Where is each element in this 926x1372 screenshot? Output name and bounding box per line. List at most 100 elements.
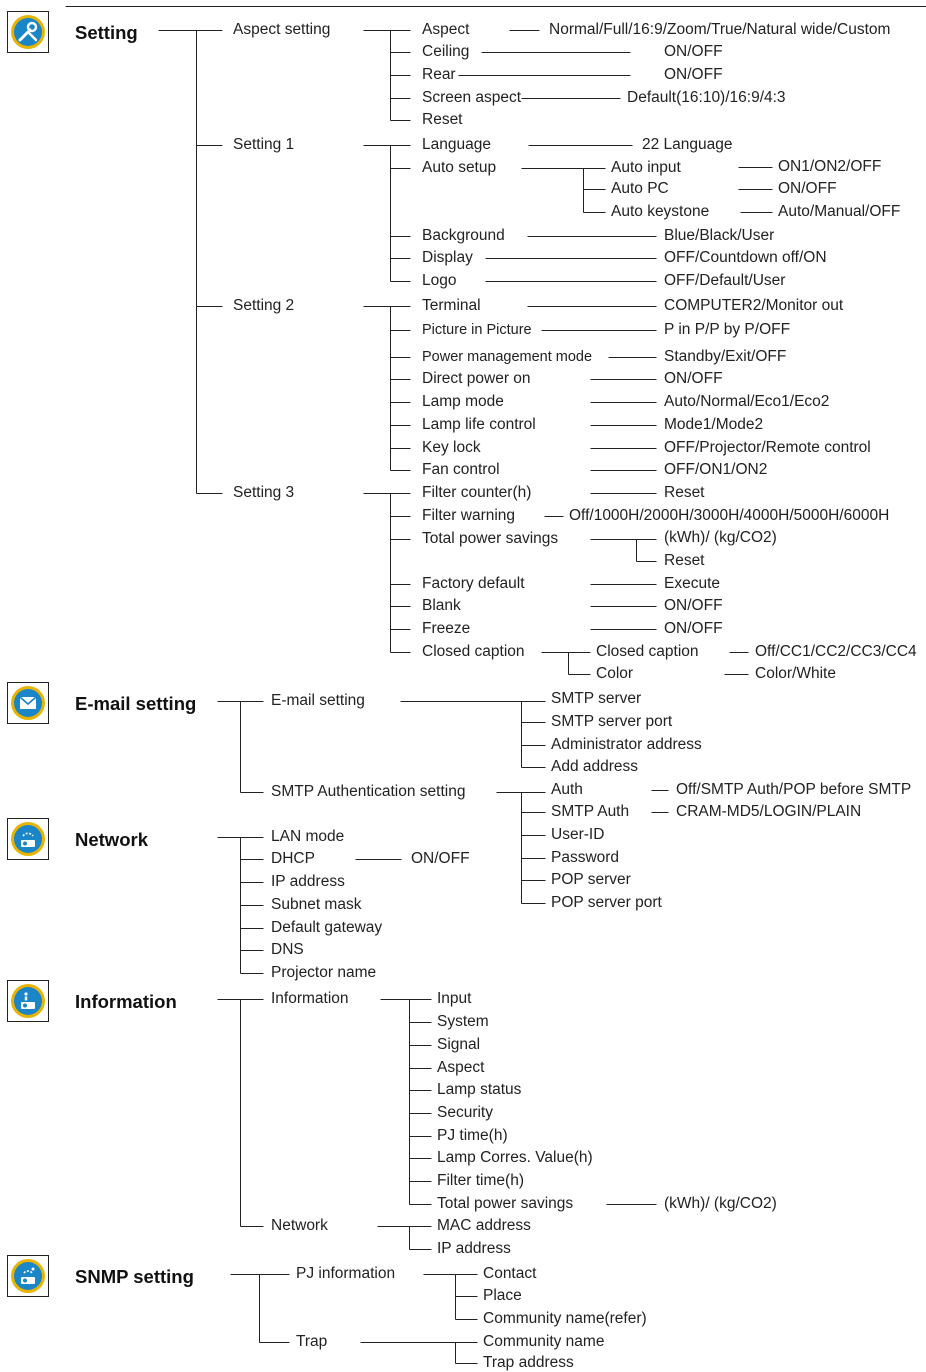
node-aspect: Aspect bbox=[422, 21, 470, 38]
node-freeze: Freeze bbox=[422, 620, 471, 637]
value-key-lock: OFF/Projector/Remote control bbox=[664, 439, 871, 456]
node-pop-server-port: POP server port bbox=[551, 894, 662, 911]
value-factory-default: Execute bbox=[664, 575, 721, 592]
value-total-power-savings-kwh: (kWh)/ (kg/CO2) bbox=[664, 529, 777, 546]
node-place: Place bbox=[483, 1287, 522, 1304]
value-logo: OFF/Default/User bbox=[664, 272, 786, 289]
node-smtp-server: SMTP server bbox=[551, 690, 642, 707]
node-picture-in-picture: Picture in Picture bbox=[422, 322, 532, 338]
node-info-aspect: Aspect bbox=[437, 1059, 485, 1076]
node-info-network: Network bbox=[271, 1217, 328, 1234]
value-aspect: Normal/Full/16:9/Zoom/True/Natural wide/… bbox=[549, 21, 891, 38]
node-filter-warning: Filter warning bbox=[422, 507, 516, 524]
node-auto-pc: Auto PC bbox=[611, 180, 669, 197]
info-projector-icon bbox=[7, 980, 49, 1022]
network-projector-icon bbox=[7, 818, 49, 860]
node-administrator-address: Administrator address bbox=[551, 736, 702, 753]
value-dhcp: ON/OFF bbox=[411, 850, 470, 867]
value-freeze: ON/OFF bbox=[664, 620, 723, 637]
node-ip-address: IP address bbox=[271, 873, 345, 890]
node-cc-closed-caption: Closed caption bbox=[596, 643, 699, 660]
node-lamp-life-control: Lamp life control bbox=[422, 416, 536, 433]
node-smtp-auth: SMTP Auth bbox=[551, 803, 630, 820]
heading-snmp-setting: SNMP setting bbox=[75, 1266, 194, 1287]
node-direct-power-on: Direct power on bbox=[422, 370, 531, 387]
node-setting-2: Setting 2 bbox=[233, 297, 295, 314]
value-lamp-mode: Auto/Normal/Eco1/Eco2 bbox=[664, 393, 830, 410]
node-setting-3: Setting 3 bbox=[233, 484, 295, 501]
node-auto-keystone: Auto keystone bbox=[611, 203, 710, 220]
value-cc-color: Color/White bbox=[755, 665, 836, 682]
heading-setting: Setting bbox=[75, 22, 138, 43]
node-user-id: User-ID bbox=[551, 826, 605, 843]
node-lamp-corres-value: Lamp Corres. Value(h) bbox=[437, 1149, 593, 1166]
node-system: System bbox=[437, 1013, 489, 1030]
value-filter-warning: Off/1000H/2000H/3000H/4000H/5000H/6000H bbox=[569, 507, 890, 524]
node-information: Information bbox=[271, 990, 349, 1007]
value-auth: Off/SMTP Auth/POP before SMTP bbox=[676, 781, 912, 798]
node-mac-address: MAC address bbox=[437, 1217, 531, 1234]
node-reset: Reset bbox=[422, 111, 463, 128]
node-background: Background bbox=[422, 227, 505, 244]
node-community-name: Community name bbox=[483, 1333, 605, 1350]
value-display: OFF/Countdown off/ON bbox=[664, 249, 827, 266]
value-fan-control: OFF/ON1/ON2 bbox=[664, 461, 768, 478]
node-signal: Signal bbox=[437, 1036, 481, 1053]
value-auto-keystone: Auto/Manual/OFF bbox=[778, 203, 901, 220]
node-display: Display bbox=[422, 249, 473, 266]
node-closed-caption: Closed caption bbox=[422, 643, 525, 660]
value-direct-power-on: ON/OFF bbox=[664, 370, 723, 387]
node-ceiling: Ceiling bbox=[422, 43, 470, 60]
node-screen-aspect: Screen aspect bbox=[422, 89, 522, 106]
value-total-power-savings-reset: Reset bbox=[664, 552, 705, 569]
node-logo: Logo bbox=[422, 272, 457, 289]
node-filter-time: Filter time(h) bbox=[437, 1172, 524, 1189]
node-pop-server: POP server bbox=[551, 871, 631, 888]
node-setting-1: Setting 1 bbox=[233, 136, 295, 153]
node-language: Language bbox=[422, 136, 491, 153]
node-subnet-mask: Subnet mask bbox=[271, 896, 362, 913]
node-lamp-status: Lamp status bbox=[437, 1081, 522, 1098]
node-lamp-mode: Lamp mode bbox=[422, 393, 504, 410]
node-community-name-refer: Community name(refer) bbox=[483, 1310, 647, 1327]
node-auth: Auth bbox=[551, 781, 583, 798]
node-lan-mode: LAN mode bbox=[271, 828, 345, 845]
value-filter-counter: Reset bbox=[664, 484, 705, 501]
node-password: Password bbox=[551, 849, 620, 866]
value-info-total-power-savings: (kWh)/ (kg/CO2) bbox=[664, 1195, 777, 1212]
snmp-projector-icon bbox=[7, 1255, 49, 1297]
wrench-screwdriver-icon bbox=[7, 11, 49, 53]
value-blank: ON/OFF bbox=[664, 597, 723, 614]
node-power-management-mode: Power management mode bbox=[422, 349, 593, 365]
value-power-management-mode: Standby/Exit/OFF bbox=[664, 348, 787, 365]
value-rear: ON/OFF bbox=[664, 66, 723, 83]
value-auto-input: ON1/ON2/OFF bbox=[778, 158, 882, 175]
node-filter-counter: Filter counter(h) bbox=[422, 484, 532, 501]
node-info-total-power-savings: Total power savings bbox=[437, 1195, 574, 1212]
node-rear: Rear bbox=[422, 66, 456, 83]
node-fan-control: Fan control bbox=[422, 461, 500, 478]
node-projector-name: Projector name bbox=[271, 964, 377, 981]
value-language: 22 Language bbox=[642, 136, 733, 153]
node-auto-setup: Auto setup bbox=[422, 159, 497, 176]
value-auto-pc: ON/OFF bbox=[778, 180, 837, 197]
node-security: Security bbox=[437, 1104, 493, 1121]
envelope-icon bbox=[7, 682, 49, 724]
node-terminal: Terminal bbox=[422, 297, 481, 314]
node-info-ip-address: IP address bbox=[437, 1240, 511, 1257]
node-smtp-server-port: SMTP server port bbox=[551, 713, 673, 730]
node-trap: Trap bbox=[296, 1333, 328, 1350]
node-default-gateway: Default gateway bbox=[271, 919, 383, 936]
value-screen-aspect: Default(16:10)/16:9/4:3 bbox=[627, 89, 786, 106]
value-cc-closed-caption: Off/CC1/CC2/CC3/CC4 bbox=[755, 643, 917, 660]
heading-network: Network bbox=[75, 829, 148, 850]
node-blank: Blank bbox=[422, 597, 461, 614]
node-key-lock: Key lock bbox=[422, 439, 481, 456]
value-smtp-auth: CRAM-MD5/LOGIN/PLAIN bbox=[676, 803, 862, 820]
heading-email-setting: E-mail setting bbox=[75, 693, 197, 714]
node-add-address: Add address bbox=[551, 758, 639, 775]
node-pj-time: PJ time(h) bbox=[437, 1127, 508, 1144]
node-contact: Contact bbox=[483, 1265, 537, 1282]
node-trap-address: Trap address bbox=[483, 1354, 574, 1371]
